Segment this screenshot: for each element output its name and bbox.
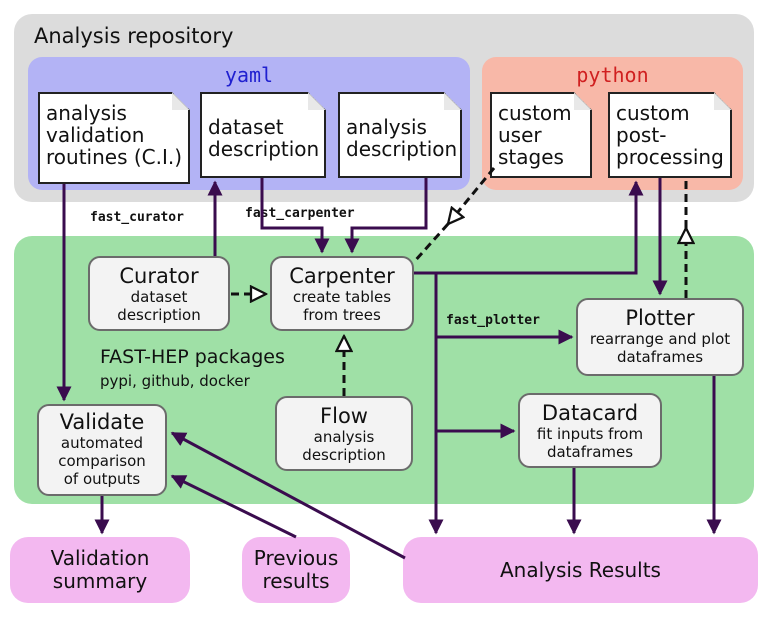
fast-carpenter-label: fast_carpenter [245,206,355,221]
packages-title: FAST-HEP packages [100,346,285,368]
analysis-results-box: Analysis Results [403,537,758,603]
validate-name: Validate [59,410,145,434]
flow-name: Flow [320,404,368,428]
plotter-name: Plotter [625,306,695,330]
fast-plotter-label: fast_plotter [446,313,540,328]
curator-desc: dataset description [117,288,201,324]
datacard-desc: fit inputs from dataframes [536,425,644,461]
curator-box: Curator dataset description [88,256,230,331]
custom-post-processing-doc: custom post- processing [608,92,732,178]
datacard-name: Datacard [541,401,639,425]
validate-box: Validate automated comparison of outputs [37,404,167,496]
python-label: python [576,63,649,87]
carpenter-box: Carpenter create tables from trees [270,256,414,331]
packages-subtitle: pypi, github, docker [100,372,250,390]
custom-user-stages-doc: custom user stages [490,92,592,178]
analysis-repository-title: Analysis repository [34,24,234,48]
curator-name: Curator [119,264,199,288]
validate-desc: automated comparison of outputs [58,434,146,488]
plotter-desc: rearrange and plot dataframes [589,330,731,366]
flow-box: Flow analysis description [275,396,413,471]
carpenter-desc: create tables from trees [292,288,392,324]
yaml-label: yaml [224,63,274,87]
fast-curator-label: fast_curator [90,210,184,225]
carpenter-name: Carpenter [289,264,395,288]
validation-routines-doc: analysis validation routines (C.I.) [38,92,190,184]
flow-desc: analysis description [302,428,386,464]
plotter-box: Plotter rearrange and plot dataframes [576,298,744,376]
analysis-description-doc: analysis description [338,92,462,178]
validation-summary-box: Validation summary [10,537,190,603]
datacard-box: Datacard fit inputs from dataframes [518,393,662,468]
previous-results-box: Previous results [242,537,350,603]
